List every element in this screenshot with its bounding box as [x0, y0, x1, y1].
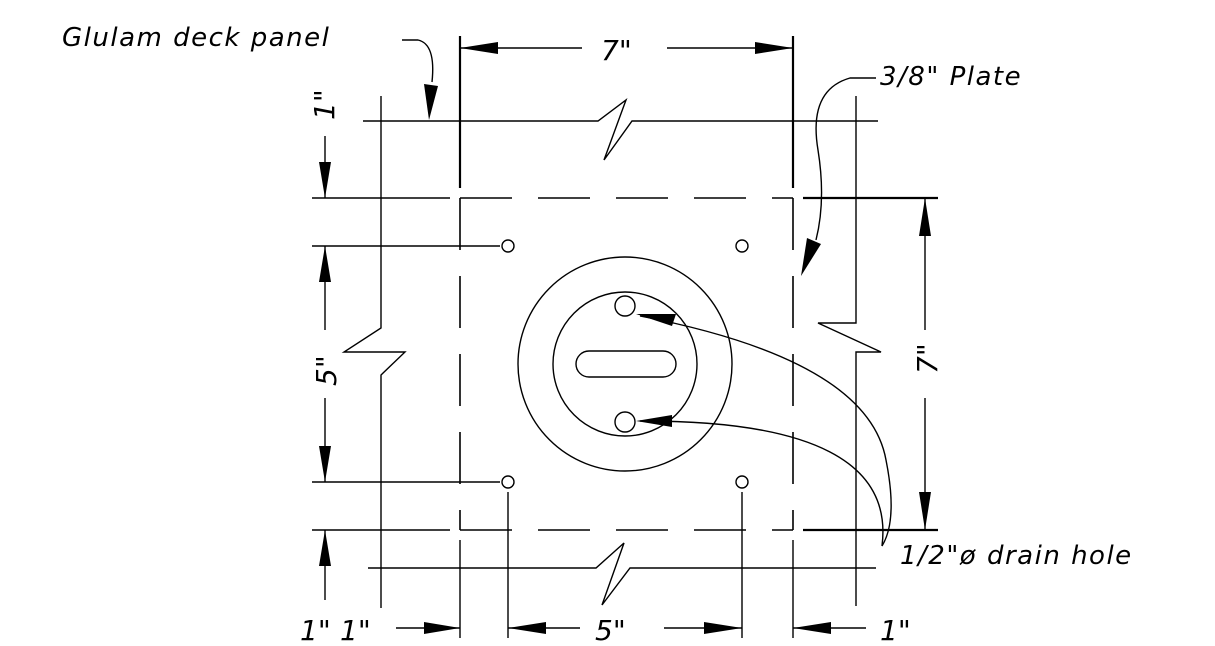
deck-panel-outline: [341, 96, 882, 608]
plate-label: 3/8" Plate: [880, 62, 1022, 92]
center-fitting: [517, 256, 733, 472]
right-dimension-label: 7": [911, 343, 944, 374]
bottom-middle-dimension-label: 5": [595, 614, 626, 646]
right-dimension: [919, 198, 931, 530]
top-dimension-label: 7": [601, 34, 632, 67]
left-top-dimension-label: 1": [308, 89, 341, 120]
bottom-left-partial-dimension-label: 1": [300, 614, 331, 646]
bolt-hole: [501, 239, 515, 253]
drain-hole-bottom: [614, 411, 636, 433]
left-dimensions: [319, 136, 331, 600]
bolt-hole: [735, 475, 749, 489]
bolt-hole: [735, 239, 749, 253]
leaders: [402, 39, 892, 547]
plate-hidden-lines: [459, 197, 794, 531]
glulam-deck-panel-label: Glulam deck panel: [62, 23, 330, 53]
left-middle-dimension-label: 5": [310, 355, 343, 386]
drain-hole-top: [614, 295, 636, 317]
bottom-right-dimension-label: 1": [880, 614, 911, 646]
top-dimension: [460, 42, 793, 54]
bolt-hole: [501, 475, 515, 489]
drain-hole-label: 1/2"ø drain hole: [900, 541, 1133, 571]
extension-lines: [312, 36, 938, 638]
bolt-holes: [501, 239, 749, 489]
bottom-left-dimension-label: 1": [340, 614, 371, 646]
bottom-dimensions: [396, 622, 866, 634]
